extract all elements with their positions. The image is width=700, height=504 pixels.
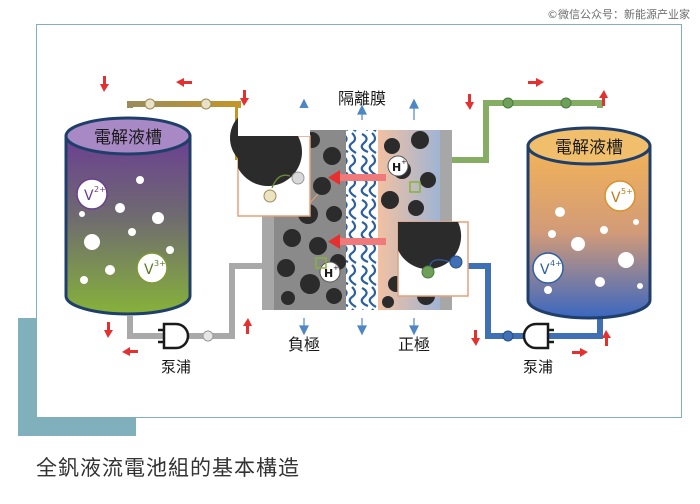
tank-left-label: 電解液槽 [94, 128, 162, 148]
proton-2-label: H [324, 267, 333, 280]
pipe-right-bottom [452, 263, 603, 339]
ion-v5-charge: 5+ [621, 187, 633, 196]
proton-2-charge: + [333, 264, 339, 272]
zoom-inset-negative [230, 108, 327, 269]
pipe-right-top [452, 100, 603, 163]
zoom-inset-positive [397, 181, 469, 297]
proton-1-charge: + [401, 158, 407, 166]
membrane [346, 130, 378, 310]
pipe-ion-dots [144, 97, 572, 342]
pump-right-label: 泵浦 [523, 358, 553, 376]
ion-v2-label: V [84, 188, 94, 204]
ion-v4-badge: V 4+ [532, 252, 564, 284]
ion-v3-badge: V 3+ [136, 252, 168, 284]
figure-caption: 全釩液流電池組的基本構造 [36, 456, 300, 480]
pump-left [158, 322, 190, 350]
ion-v2-badge: V 2+ [76, 178, 108, 210]
proton-1-label: H [392, 161, 401, 174]
proton-badge-upper: H + [387, 155, 409, 177]
ion-v3-label: V [144, 262, 154, 278]
pump-left-label: 泵浦 [161, 358, 191, 376]
ion-v5-label: V [611, 190, 621, 206]
proton-arrow-upper [328, 170, 386, 185]
flow-arrows-red [100, 76, 611, 357]
membrane-label: 隔離膜 [338, 89, 386, 108]
ion-v3-charge: 3+ [154, 259, 166, 268]
pipe-left-bottom [127, 263, 262, 339]
ion-v2-charge: 2+ [94, 185, 106, 194]
ion-v4-charge: 4+ [550, 259, 562, 268]
ion-v4-label: V [540, 262, 550, 278]
proton-arrow-lower [328, 234, 386, 249]
ion-v5-badge: V 5+ [604, 180, 636, 212]
tank-right-label: 電解液槽 [555, 138, 623, 158]
watermark: ©微信公众号：新能源产业家 [547, 8, 690, 21]
negative-electrode-label: 負極 [288, 335, 320, 354]
pump-right [522, 322, 554, 350]
positive-electrode-label: 正極 [398, 335, 430, 354]
proton-badge-lower: H + [319, 261, 341, 283]
cell-flow-arrows [299, 98, 419, 336]
